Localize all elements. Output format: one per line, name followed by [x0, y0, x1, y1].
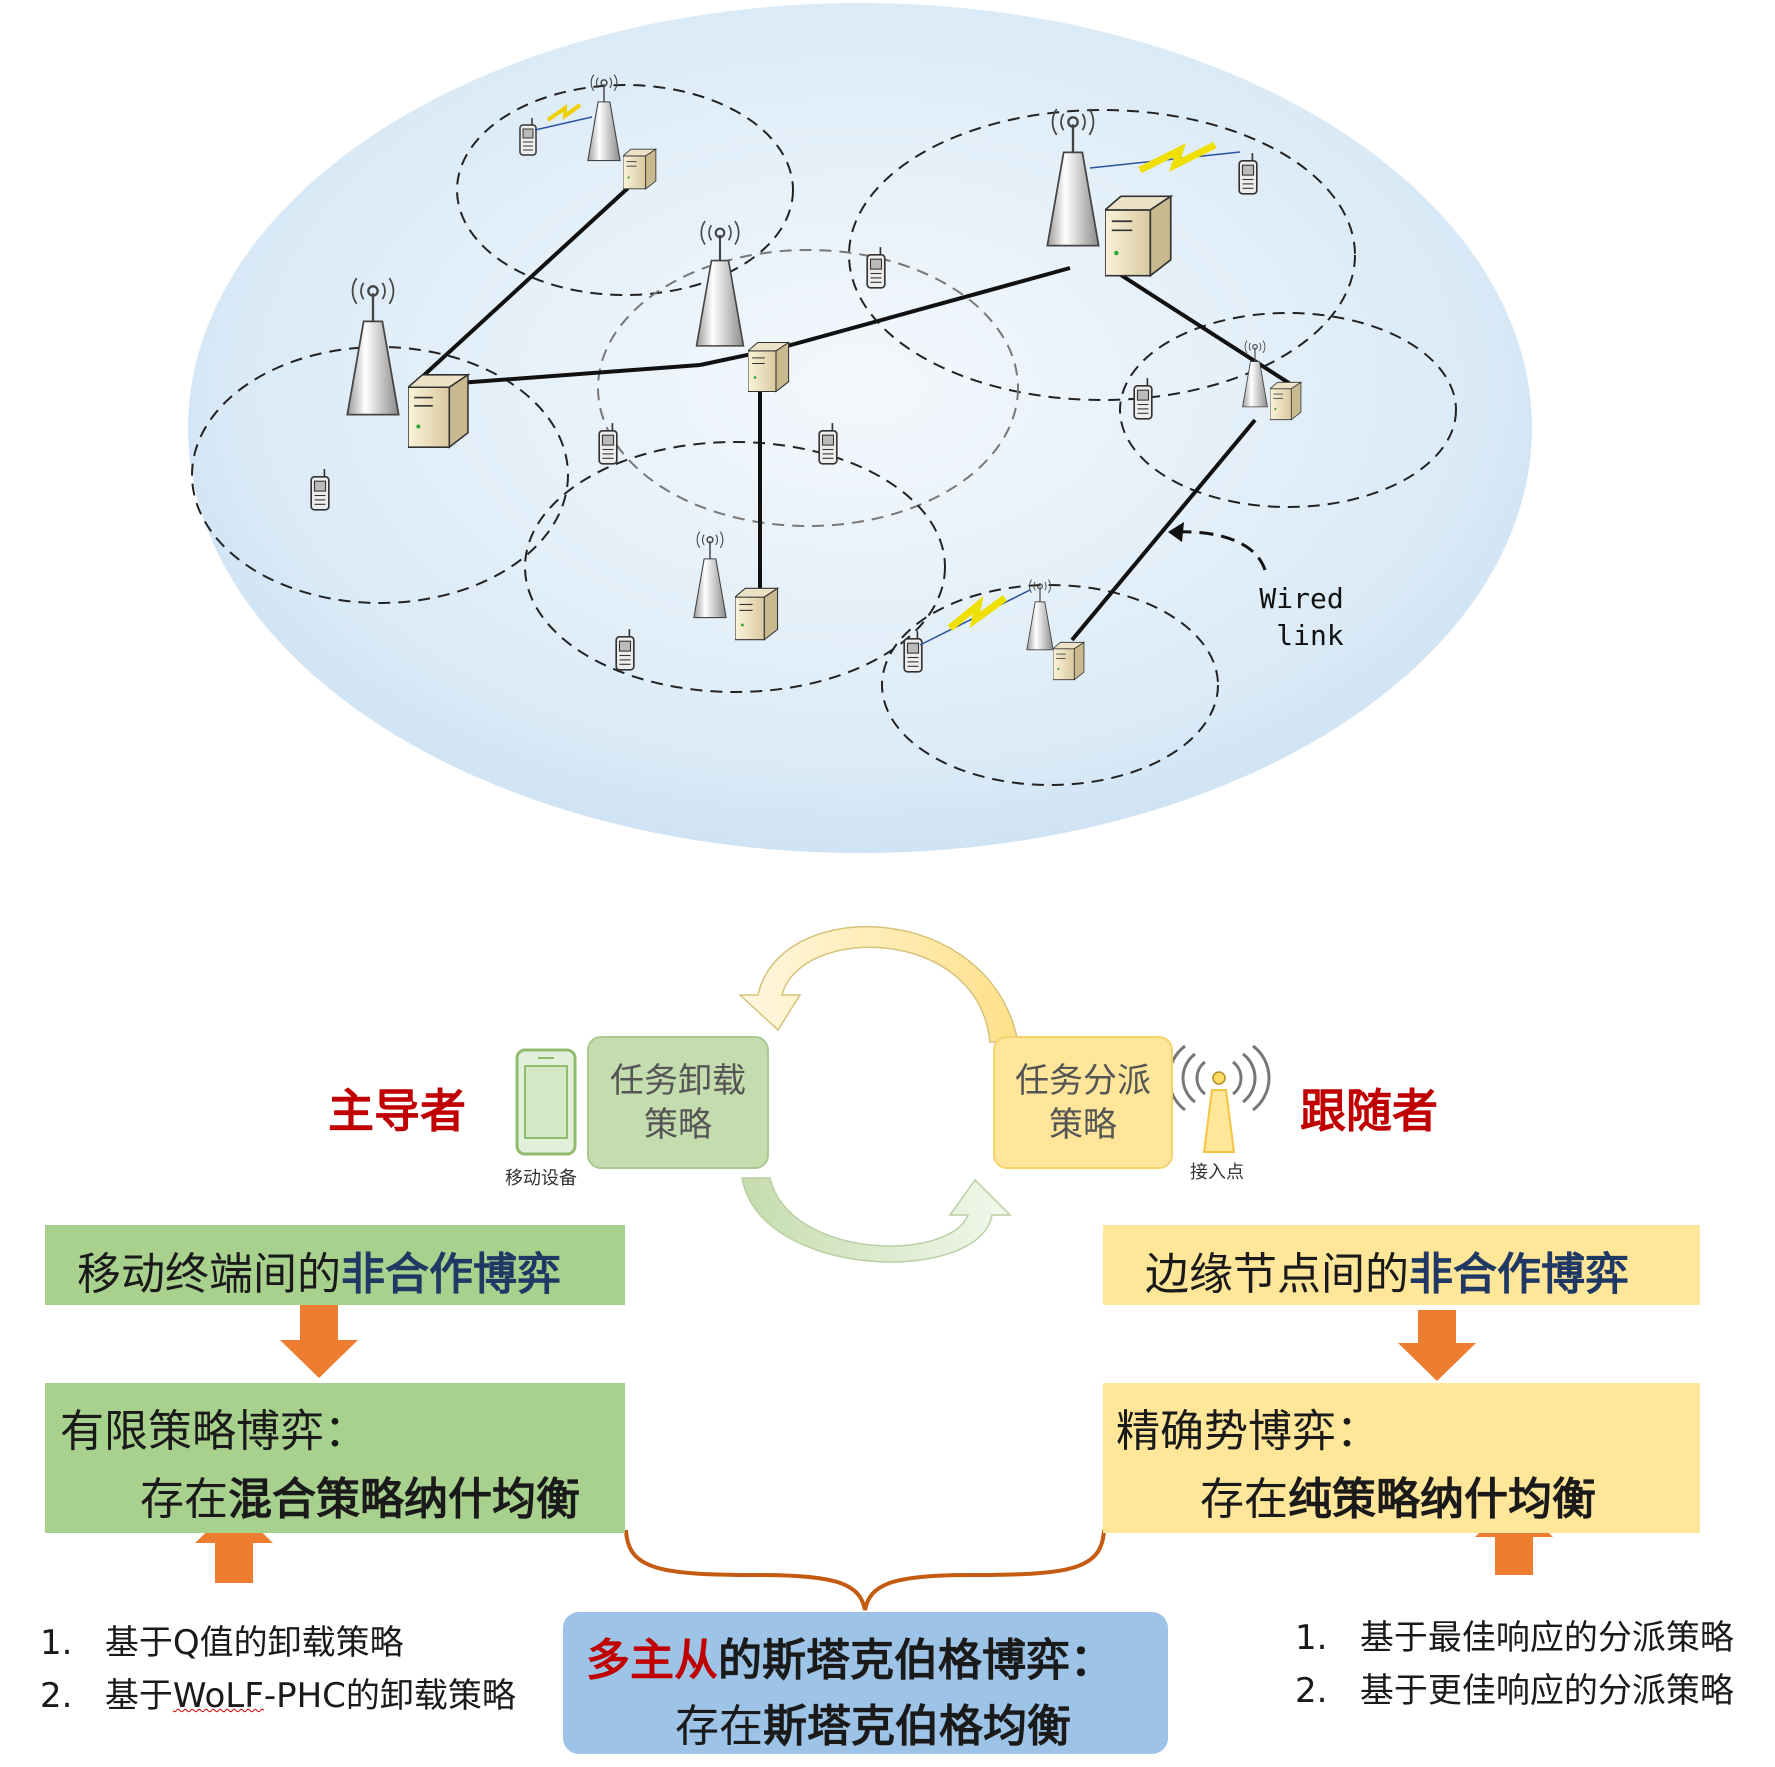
access-point-caption: 接入点 — [1190, 1162, 1244, 1183]
stackelberg-equilibrium: 存在斯塔克伯格均衡 — [675, 1701, 1071, 1752]
stackelberg-title: 多主从的斯塔克伯格博弈： — [586, 1635, 1114, 1686]
right-method-2: 2. 基于更佳响应的分派策略 — [1295, 1671, 1734, 1711]
server-icon — [1105, 195, 1172, 277]
left-equilibrium-box: 有限策略博弈： 存在混合策略纳什均衡 — [45, 1383, 625, 1533]
upper-cycle-arrow — [738, 925, 1019, 1043]
cell-coverage — [597, 249, 1019, 527]
mixed-equilibrium: 存在混合策略纳什均衡 — [140, 1474, 580, 1525]
leader-label: 主导者 — [328, 1084, 466, 1138]
left-game-box: 移动终端间的非合作博弈 — [45, 1225, 625, 1305]
stackelberg-box: 多主从的斯塔克伯格博弈： 存在斯塔克伯格均衡 — [563, 1612, 1168, 1754]
right-game-box: 边缘节点间的非合作博弈 — [1103, 1225, 1700, 1305]
wired-links — [408, 186, 1294, 642]
lightning-icon — [1089, 141, 1241, 174]
right-method-1: 1. 基于最佳响应的分派策略 — [1295, 1618, 1734, 1658]
dispatch-strategy-box: 任务分派 策略 — [993, 1036, 1173, 1169]
left-method-2: 2. 基于WoLF-PHC的卸载策略 — [40, 1676, 516, 1716]
down-arrow — [1398, 1310, 1476, 1381]
exact-game-title: 精确势博弈： — [1116, 1406, 1380, 1457]
right-equilibrium-box: 精确势博弈： 存在纯策略纳什均衡 — [1103, 1383, 1700, 1533]
network-area — [188, 3, 1532, 853]
antenna-icon — [1167, 1044, 1271, 1153]
pure-equilibrium: 存在纯策略纳什均衡 — [1200, 1474, 1596, 1525]
smartphone-icon — [515, 1048, 577, 1156]
finite-game-title: 有限策略博弈： — [60, 1406, 368, 1457]
server-icon — [748, 341, 790, 393]
server-icon — [623, 148, 657, 190]
server-icon — [1053, 641, 1085, 681]
wired-link-label: Wired link — [1259, 582, 1360, 652]
offload-strategy-box: 任务卸载 策略 — [587, 1036, 769, 1169]
server-icon — [408, 373, 469, 449]
server-icon — [1270, 381, 1302, 421]
lightning-icon — [534, 103, 593, 131]
lightning-icon — [919, 589, 1031, 646]
cell-coverage — [524, 441, 946, 693]
mobile-device-caption: 移动设备 — [505, 1168, 577, 1189]
down-arrow — [280, 1305, 358, 1378]
brace — [624, 1529, 1106, 1611]
left-method-1: 1. 基于Q值的卸载策略 — [40, 1623, 404, 1663]
right-game-title: 边缘节点间的非合作博弈 — [1145, 1249, 1629, 1300]
wired-link-pointer — [1168, 522, 1267, 571]
follower-label: 跟随者 — [1300, 1084, 1438, 1138]
left-game-title: 移动终端间的非合作博弈 — [77, 1249, 561, 1300]
cell-coverage — [881, 584, 1219, 786]
server-icon — [735, 587, 779, 641]
cell-coverage — [1119, 312, 1457, 508]
lower-cycle-arrow — [741, 1177, 1012, 1263]
cell-coverage — [848, 109, 1356, 401]
cell-coverage — [456, 84, 794, 296]
